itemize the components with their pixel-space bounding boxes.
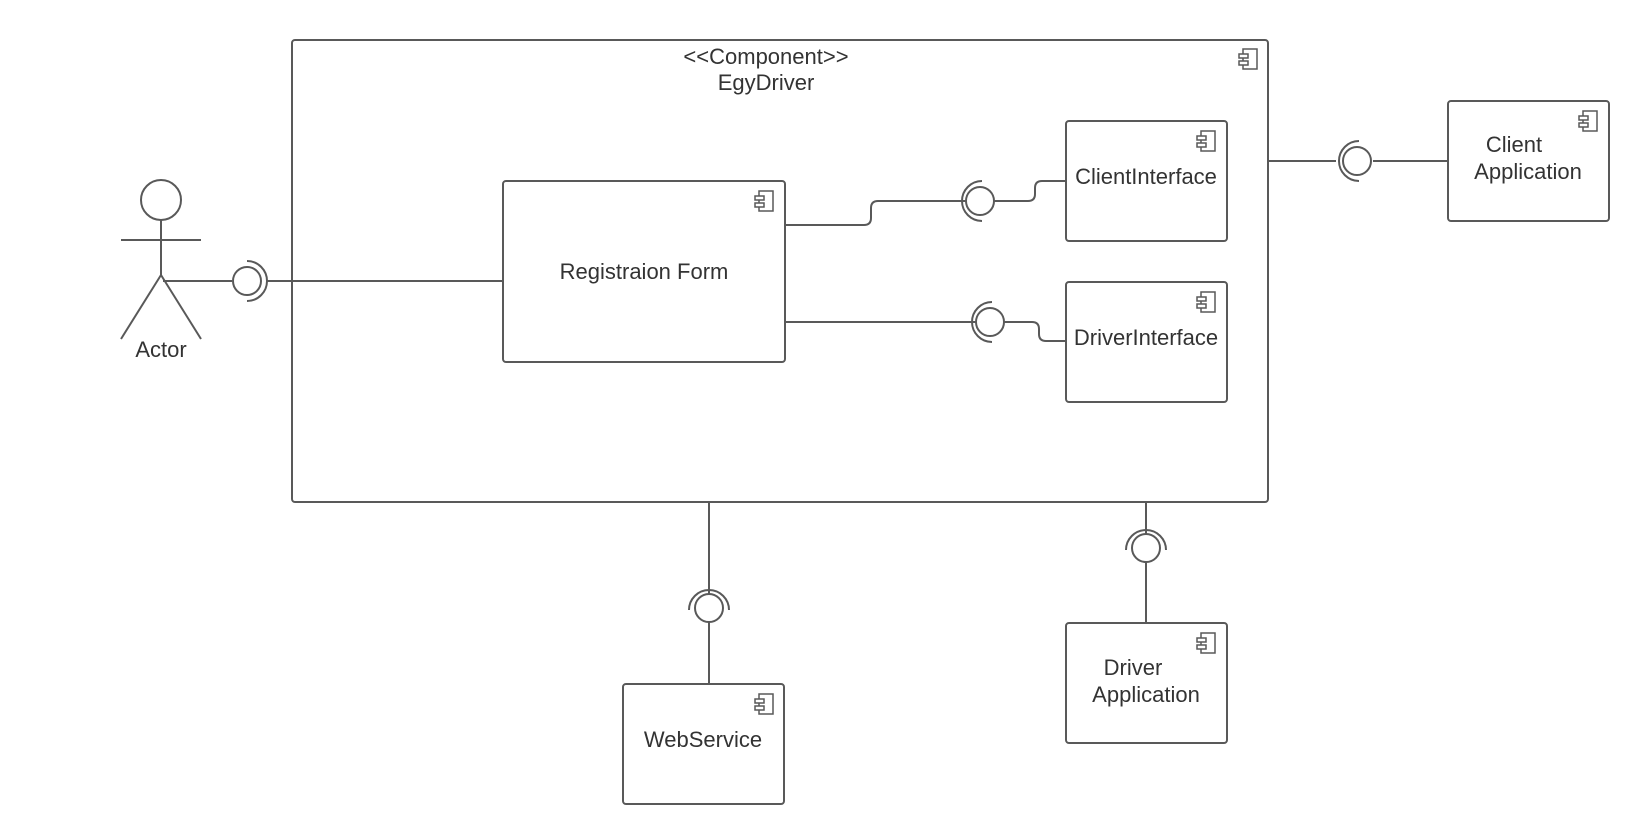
lollipop-ball: [1342, 146, 1372, 176]
component-icon: [1578, 110, 1598, 132]
registration-form-label: Registraion Form: [560, 259, 729, 284]
component-icon: [754, 693, 774, 715]
client-application-label-line2: Application: [1474, 159, 1582, 184]
container-name: EgyDriver: [718, 70, 815, 95]
driver-interface-label: DriverInterface: [1074, 325, 1218, 350]
socket-arc: [961, 180, 983, 222]
web-service-connector[interactable]: [688, 502, 730, 684]
container-stereotype: <<Component>>: [683, 44, 848, 69]
actor-right-leg: [160, 274, 202, 340]
lollipop-ball: [694, 593, 724, 623]
socket-arc: [1125, 529, 1167, 551]
web-service-component[interactable]: WebService: [622, 683, 785, 805]
component-icon: [1196, 632, 1216, 654]
driver-application-label-line1: Driver: [1104, 655, 1163, 680]
socket-arc: [246, 260, 268, 302]
actor-interface-connector[interactable]: [163, 260, 503, 302]
lollipop-ball: [1131, 533, 1161, 563]
actor-label: Actor: [135, 337, 186, 362]
actor[interactable]: Actor: [120, 179, 202, 362]
driver-application-connector[interactable]: [1125, 502, 1167, 623]
web-service-label: WebService: [644, 727, 762, 752]
driver-interface-connector[interactable]: [785, 301, 1066, 343]
component-icon: [1238, 48, 1258, 70]
client-interface-connector[interactable]: [785, 180, 1066, 226]
driver-application-component[interactable]: Driver Application: [1065, 622, 1228, 744]
actor-head: [140, 179, 182, 221]
driver-application-label-line2: Application: [1092, 682, 1200, 707]
socket-arc: [971, 301, 993, 343]
component-icon: [1196, 291, 1216, 313]
client-interface-component[interactable]: ClientInterface: [1065, 120, 1228, 242]
actor-left-leg: [120, 274, 162, 340]
lollipop-ball: [232, 266, 262, 296]
driver-interface-component[interactable]: DriverInterface: [1065, 281, 1228, 403]
component-icon: [754, 190, 774, 212]
client-interface-label: ClientInterface: [1075, 164, 1217, 189]
client-application-label-line1: Client: [1486, 132, 1542, 157]
socket-arc: [688, 589, 730, 611]
registration-form-component[interactable]: Registraion Form: [502, 180, 786, 363]
lollipop-ball: [975, 307, 1005, 337]
socket-arc: [1338, 140, 1360, 182]
component-icon: [1196, 130, 1216, 152]
client-application-connector[interactable]: [1268, 140, 1448, 182]
client-application-component[interactable]: Client Application: [1447, 100, 1610, 222]
lollipop-ball: [965, 186, 995, 216]
